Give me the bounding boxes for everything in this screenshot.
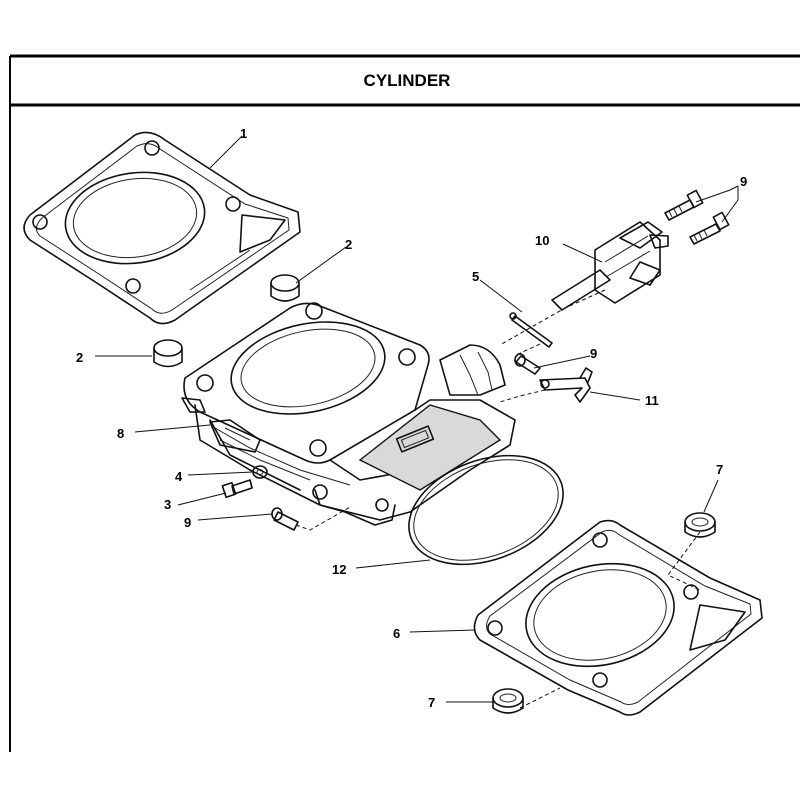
- bolt-part-9-mid: [514, 353, 541, 375]
- callout-12: 12: [332, 562, 346, 577]
- callout-9-mid: 9: [590, 346, 597, 361]
- callout-7-lower: 7: [428, 695, 435, 710]
- header-frame: CYLINDER: [9, 54, 800, 752]
- bolt-part-9-lower: [689, 211, 730, 245]
- callout-2-right: 2: [345, 237, 352, 252]
- leader-lines: [95, 135, 739, 703]
- callout-5: 5: [472, 269, 479, 284]
- page-title: CYLINDER: [364, 71, 451, 90]
- dowel-pin-2-left: [153, 339, 183, 368]
- callout-9-top: 9: [740, 174, 747, 189]
- bolt-part-9-lower-left: [271, 507, 299, 531]
- callout-8: 8: [117, 426, 124, 441]
- bolt-part-3: [221, 479, 253, 499]
- callout-1: 1: [240, 126, 247, 141]
- dowel-pin-7-lower: [492, 688, 524, 714]
- cylinder-body-part-8: [181, 302, 516, 526]
- callout-7-upper: 7: [716, 462, 723, 477]
- dowel-pin-7-upper: [684, 512, 716, 538]
- base-gasket-part-6: [473, 519, 763, 716]
- callout-3: 3: [164, 497, 171, 512]
- callout-6: 6: [393, 626, 400, 641]
- callout-9-left: 9: [184, 515, 191, 530]
- bracket-part-11: [539, 367, 593, 403]
- dowel-pin-2-right: [270, 274, 300, 302]
- callout-2-left: 2: [76, 350, 83, 365]
- callout-10: 10: [535, 233, 549, 248]
- bolt-part-9-upper: [664, 189, 704, 221]
- head-gasket-part-1: [23, 131, 301, 325]
- pin-part-5: [509, 312, 553, 348]
- o-ring-part-12: [408, 454, 564, 566]
- callout-4: 4: [175, 469, 183, 484]
- callout-labels: 1 2 2 5 10 9 9 11 8 4 3 9 12 6 7 7: [76, 126, 747, 710]
- chain-tensioner-part-10: [551, 221, 669, 311]
- callout-11: 11: [645, 393, 659, 408]
- assembly-guide-lines: [295, 289, 701, 709]
